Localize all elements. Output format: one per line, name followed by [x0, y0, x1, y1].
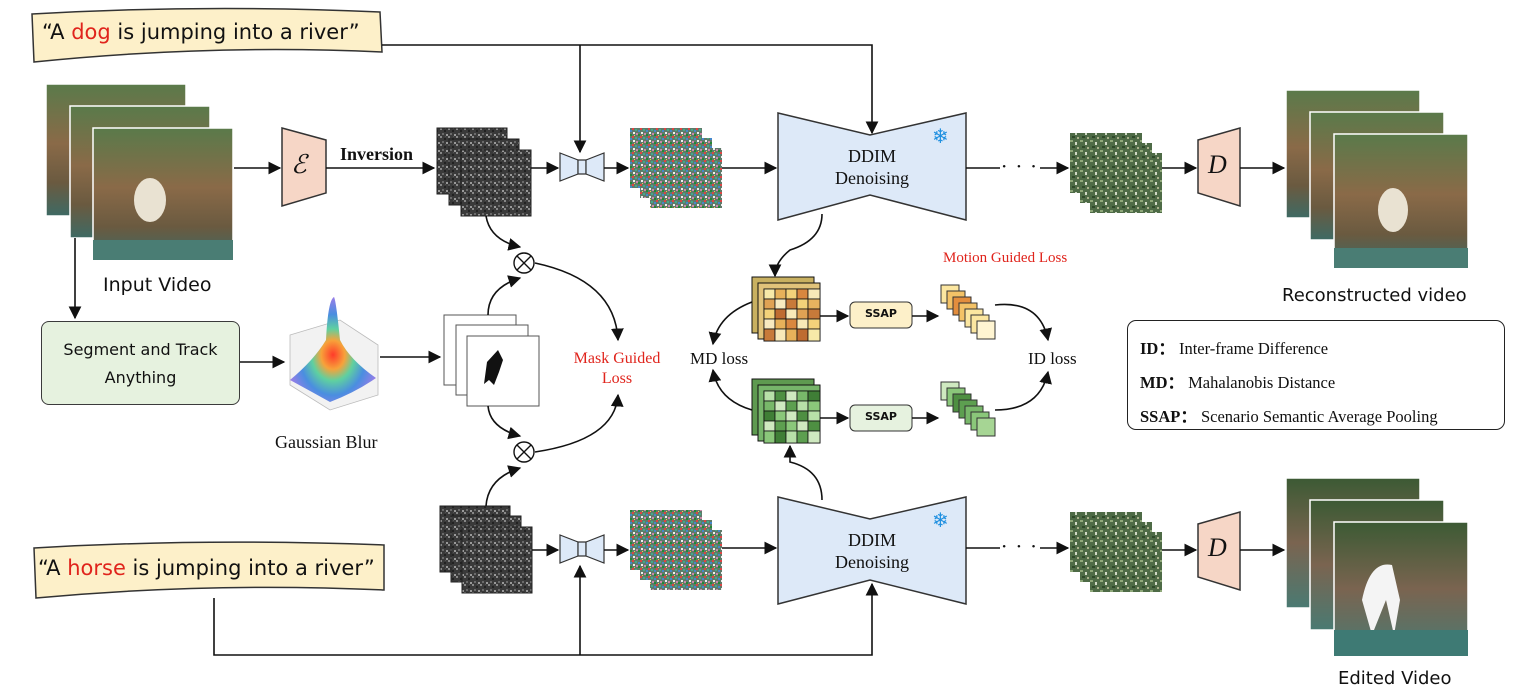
snowflake-icon: ❄ — [932, 508, 949, 532]
encoder-block — [281, 127, 327, 208]
inverted-latents-bottom — [439, 505, 533, 594]
source-prompt-prefix: “A — [42, 20, 72, 44]
ddim-top-block — [777, 112, 967, 221]
legend-key-ssap: SSAP： — [1140, 407, 1197, 426]
ellipsis-bottom: · · · — [1001, 534, 1038, 558]
small-unet-bottom — [559, 534, 605, 564]
mask-frames — [443, 314, 540, 407]
legend-key-md: MD： — [1140, 373, 1184, 392]
source-prompt-keyword: dog — [71, 20, 111, 44]
pooled-vectors-bottom — [940, 381, 996, 437]
segment-track-box: Segment and Track Anything — [41, 321, 240, 405]
target-prompt: “A horse is jumping into a river” — [38, 556, 375, 580]
id-loss-label: ID loss — [1028, 349, 1077, 368]
legend-row-ssap: SSAP： Scenario Semantic Average Pooling — [1140, 403, 1438, 427]
ddim-top-line2: Denoising — [835, 168, 909, 188]
inversion-label: Inversion — [340, 144, 414, 164]
legend-desc-ssap: Scenario Semantic Average Pooling — [1200, 407, 1438, 426]
motion-guided-loss-label: Motion Guided Loss — [943, 250, 1068, 266]
ssap-top-label: SSAP — [865, 307, 897, 320]
encoder-symbol: ℰ — [291, 150, 307, 179]
denoised-latents-bottom — [1070, 512, 1162, 592]
legend-key-id: ID： — [1140, 339, 1175, 358]
decoder-top-block — [1197, 127, 1241, 208]
ddim-bottom-block — [777, 496, 967, 605]
target-prompt-keyword: horse — [67, 556, 126, 580]
md-loss-label: MD loss — [690, 349, 749, 368]
small-unet-top — [559, 152, 605, 182]
decoder-top-symbol: D — [1208, 150, 1227, 179]
ellipsis-top: · · · — [1001, 154, 1038, 178]
feature-cube-top — [751, 276, 821, 342]
input-video-frames — [45, 83, 234, 261]
denoised-latents-top — [1070, 133, 1162, 213]
legend-row-md: MD： Mahalanobis Distance — [1140, 369, 1335, 393]
ddim-top-line1: DDIM — [848, 146, 896, 166]
pooled-vectors-top — [940, 284, 996, 340]
input-video-label: Input Video — [103, 274, 212, 296]
connectors — [68, 44, 1286, 656]
noisy-latents-top — [630, 128, 722, 208]
edited-video-frames — [1285, 477, 1469, 657]
snowflake-icon: ❄ — [932, 124, 949, 148]
legend-desc-id: Inter-frame Difference — [1178, 339, 1329, 358]
ddim-bottom-line2: Denoising — [835, 552, 909, 572]
mask-guided-loss-line2: Loss — [601, 370, 633, 387]
decoder-bottom-symbol: D — [1208, 533, 1227, 562]
segment-track-line1: Segment and Track — [63, 340, 218, 359]
inverted-latents-top — [436, 127, 532, 217]
edited-video-label: Edited Video — [1338, 668, 1452, 689]
ssap-bottom-label: SSAP — [865, 410, 897, 423]
reconstructed-video-frames — [1285, 89, 1469, 269]
source-prompt-suffix: is jumping into a river” — [110, 20, 360, 44]
feature-cube-bottom — [751, 378, 821, 444]
noisy-latents-bottom — [630, 510, 722, 590]
source-prompt: “A dog is jumping into a river” — [42, 20, 360, 44]
ddim-bottom-line1: DDIM — [848, 530, 896, 550]
reconstructed-video-label: Reconstructed video — [1282, 285, 1467, 306]
legend-desc-md: Mahalanobis Distance — [1188, 373, 1336, 392]
gaussian-blur-label: Gaussian Blur — [275, 432, 378, 452]
target-prompt-scroll — [33, 541, 385, 599]
segment-track-line2: Anything — [104, 368, 177, 387]
source-prompt-scroll — [31, 7, 383, 63]
decoder-bottom-block — [1197, 511, 1241, 592]
gaussian-surface — [289, 297, 379, 411]
mask-guided-loss-line1: Mask Guided — [573, 350, 661, 367]
target-prompt-prefix: “A — [38, 556, 68, 580]
target-prompt-suffix: is jumping into a river” — [125, 556, 375, 580]
ssap-pill-top — [849, 301, 913, 329]
legend-box: ID： Inter-frame Difference MD： Mahalanob… — [1127, 320, 1505, 430]
legend-row-id: ID： Inter-frame Difference — [1140, 335, 1328, 359]
